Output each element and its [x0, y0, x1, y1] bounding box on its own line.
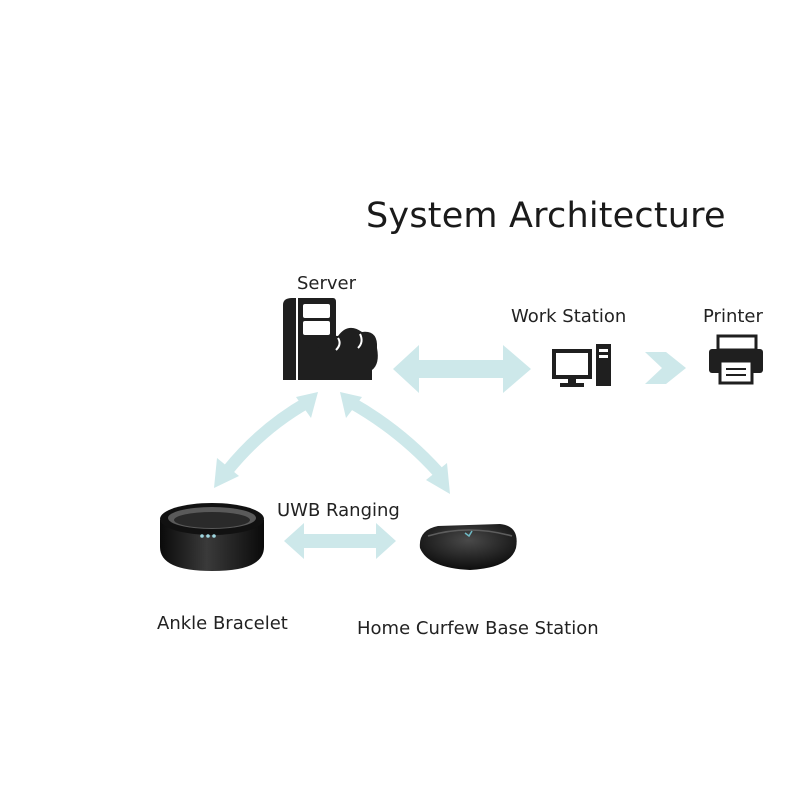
server-base-arrow	[347, 396, 443, 477]
workstation-printer-arrow	[645, 352, 686, 384]
desktop-computer-icon	[552, 344, 611, 387]
diagram-title: System Architecture	[366, 196, 726, 236]
ankle-bracelet-label: Ankle Bracelet	[157, 613, 288, 634]
server-workstation-arrow	[393, 345, 531, 393]
base-station-label: Home Curfew Base Station	[357, 618, 599, 639]
arrowhead-server-left	[296, 392, 318, 418]
server-bracelet-arrow	[223, 396, 311, 474]
arrowhead-bracelet	[214, 458, 239, 488]
base-station-image	[419, 524, 517, 570]
server-cloud-icon	[283, 298, 378, 380]
printer-icon	[709, 334, 763, 385]
arrowhead-server-right	[340, 392, 362, 418]
work-station-label: Work Station	[511, 306, 627, 327]
server-label: Server	[297, 273, 357, 294]
ankle-bracelet-image	[160, 503, 264, 571]
uwb-ranging-arrow	[284, 523, 396, 559]
arrowhead-base	[426, 463, 450, 494]
printer-label: Printer	[703, 306, 763, 327]
uwb-ranging-label: UWB Ranging	[277, 500, 400, 521]
